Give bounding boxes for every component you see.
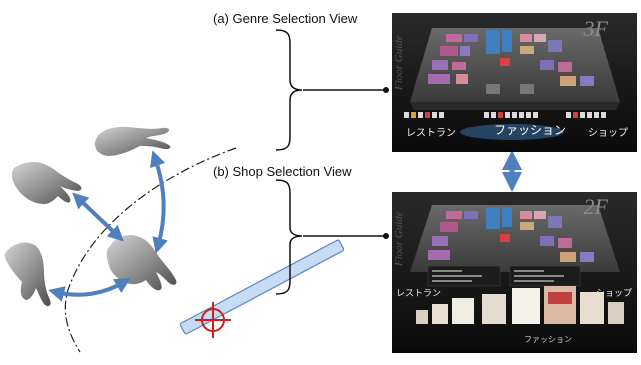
caption-genre-view: (a) Genre Selection View: [213, 11, 358, 26]
shop-thumbnail-carousel: [416, 286, 624, 324]
genre-selection-screen: 3F Floor Guide レストラン ファッション ショップ: [392, 13, 637, 152]
motion-arrow-vertical-arc: [150, 150, 168, 254]
category-thumbnail-row: [404, 112, 606, 118]
caption-shop-view: (b) Shop Selection View: [213, 164, 352, 179]
category-restaurant: レストラン: [406, 127, 456, 139]
slider-bar: [179, 239, 345, 335]
connector-genre-dot: [383, 87, 389, 93]
brace-shop: [275, 179, 303, 295]
connector-shop-dot: [383, 233, 389, 239]
hand-top-right: [94, 126, 171, 156]
hand-top-left: [11, 162, 82, 204]
motion-arrow-bottom-arc: [48, 277, 131, 302]
shop-selection-screen: 2F Floor Guide レストラン ショップ: [392, 192, 637, 353]
floor-guide-side-text: Floor Guide: [393, 211, 405, 267]
brace-genre: [275, 29, 303, 151]
floor-guide-side-text: Floor Guide: [393, 35, 405, 91]
crosshair-icon: [195, 302, 231, 338]
motion-arrow-diagonal: [72, 192, 124, 242]
hand-bottom-left: [4, 242, 51, 307]
hand-center: [106, 235, 177, 291]
category-fashion: ファッション: [494, 123, 566, 137]
category-restaurant: レストラン: [396, 288, 441, 299]
category-shop: ショップ: [588, 127, 628, 139]
floor-number: 2F: [584, 194, 609, 219]
category-shop: ショップ: [596, 288, 632, 299]
floor-number: 3F: [583, 16, 609, 41]
selected-category-label: ファッション: [524, 335, 572, 344]
interaction-boundary-arc: [64, 147, 237, 353]
